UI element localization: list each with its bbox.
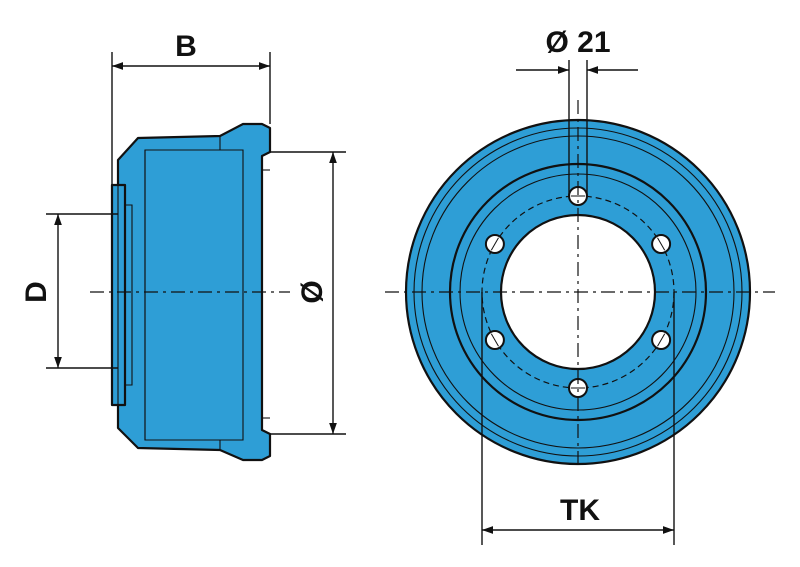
- side-view-drum-body: [116, 122, 272, 462]
- dimension-label-b: B: [175, 30, 197, 63]
- dimension-label-diameter: Ø: [296, 280, 329, 303]
- bolt-hole-centerline: [490, 237, 499, 251]
- front-view: Ø 21 TK: [385, 26, 775, 545]
- dimension-label-hole-diameter: Ø 21: [545, 26, 610, 59]
- bolt-hole-centerline: [657, 237, 666, 251]
- bolt-hole-centerline: [490, 333, 499, 347]
- side-view: B D Ø: [20, 30, 346, 462]
- bolt-hole-centerline: [657, 333, 666, 347]
- side-view-hub-step: [125, 204, 133, 386]
- dimension-label-tk: TK: [560, 494, 600, 527]
- bolt-holes-group: [484, 186, 672, 398]
- dimension-label-d: D: [20, 281, 53, 303]
